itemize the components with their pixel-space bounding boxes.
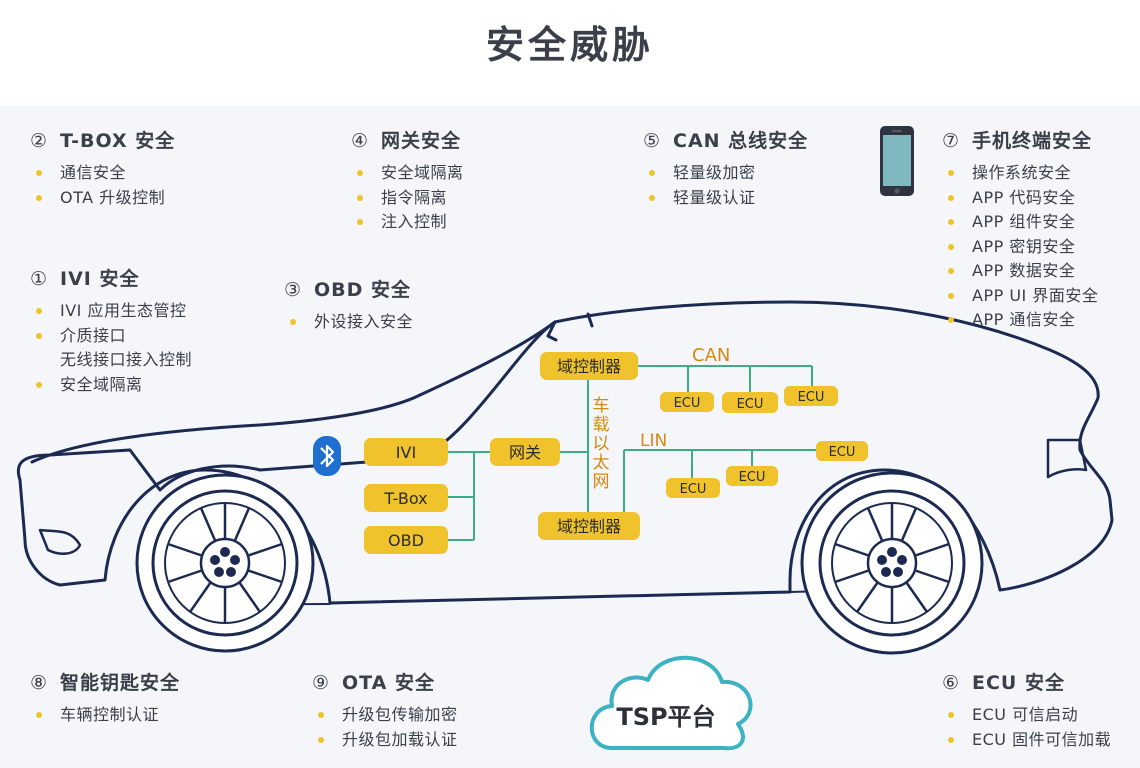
tsp-platform-label: TSP平台: [616, 703, 715, 731]
node-ecu: ECU: [739, 470, 766, 485]
content-panel: [0, 106, 1140, 768]
node-ecu: ECU: [674, 396, 701, 411]
list-item: 车辆控制认证: [30, 703, 180, 728]
list-item: APP 组件安全: [942, 210, 1098, 235]
node-ecu: ECU: [798, 390, 825, 405]
list-item: 介质接口: [30, 324, 192, 349]
list-item: 安全域隔离: [30, 373, 192, 398]
node-gateway: 网关: [509, 443, 541, 462]
list-item: 指令隔离: [351, 186, 464, 211]
node-domain-controller-top: 域控制器: [557, 357, 621, 376]
list-item: APP UI 界面安全: [942, 284, 1098, 309]
list-item: ECU 固件可信加载: [942, 728, 1111, 753]
node-obd: OBD: [388, 531, 424, 550]
node-ecu: ECU: [680, 482, 707, 497]
section-title: T-BOX 安全: [60, 130, 176, 152]
section-title: 网关安全: [381, 130, 462, 152]
lin-bus-label: LIN: [640, 431, 667, 451]
list-item: 升级包传输加密: [312, 703, 458, 728]
list-item: 注入控制: [351, 210, 464, 235]
node-boxes: [364, 352, 868, 554]
node-ecu: ECU: [829, 445, 856, 460]
section-title: 智能钥匙安全: [60, 672, 181, 694]
svg-text:以: 以: [593, 434, 610, 454]
phone-icon: [880, 126, 914, 196]
section-title: ECU 安全: [972, 672, 1065, 694]
list-item: APP 代码安全: [942, 186, 1098, 211]
list-item: ECU 可信启动: [942, 703, 1111, 728]
network-links: [448, 365, 840, 541]
cloud-icon: [589, 655, 753, 751]
list-item: 外设接入安全: [284, 310, 413, 335]
list-item: 操作系统安全: [942, 161, 1098, 186]
section-title: OBD 安全: [314, 279, 412, 301]
svg-text:车: 车: [593, 396, 610, 416]
list-item: OTA 升级控制: [30, 186, 175, 211]
node-ivi: IVI: [396, 443, 416, 462]
list-item: 轻量级加密: [643, 161, 808, 186]
section-title: 手机终端安全: [972, 130, 1093, 152]
bluetooth-icon: [313, 436, 341, 476]
list-item: 无线接口接入控制: [60, 350, 193, 369]
ethernet-label: 车 载 以 太 网: [593, 396, 610, 492]
list-item: IVI 应用生态管控: [30, 299, 192, 324]
list-item: APP 密钥安全: [942, 235, 1098, 260]
svg-text:载: 载: [593, 415, 610, 435]
list-item: APP 数据安全: [942, 259, 1098, 284]
list-item: 通信安全: [30, 161, 175, 186]
rear-wheel: [800, 471, 984, 655]
svg-text:太: 太: [593, 453, 610, 473]
section-title: CAN 总线安全: [673, 130, 809, 152]
list-item: APP 通信安全: [942, 308, 1098, 333]
front-wheel: [135, 473, 315, 653]
node-ecu: ECU: [737, 397, 764, 412]
section-title: OTA 安全: [342, 672, 435, 694]
can-bus-label: CAN: [692, 345, 730, 366]
section-title: IVI 安全: [60, 268, 140, 290]
list-item: 轻量级认证: [643, 186, 808, 211]
list-item: 安全域隔离: [351, 161, 464, 186]
node-domain-controller-bottom: 域控制器: [557, 517, 621, 536]
page-title: 安全威胁: [485, 23, 654, 67]
svg-text:网: 网: [593, 472, 610, 492]
node-tbox: T-Box: [383, 489, 427, 508]
list-item: 升级包加载认证: [312, 728, 458, 753]
